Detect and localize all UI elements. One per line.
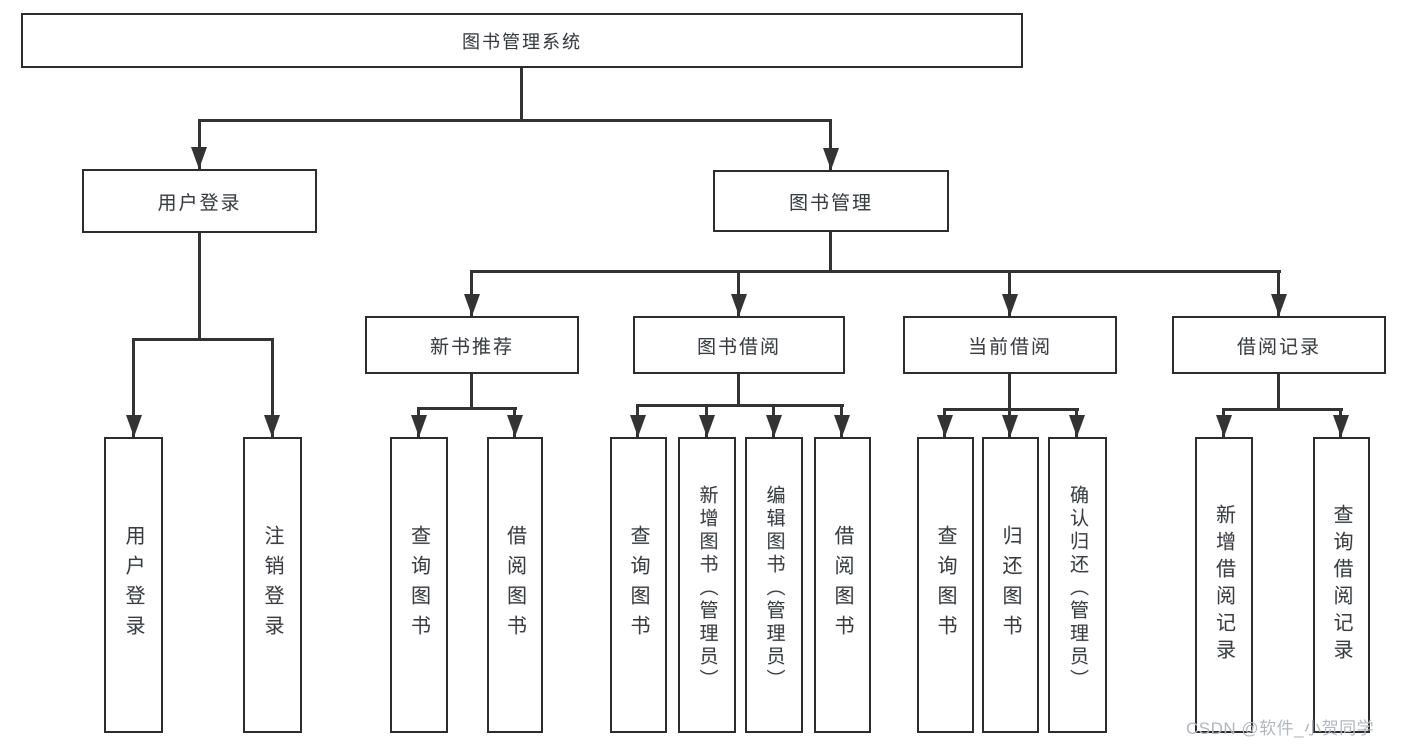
connector-to-new-book bbox=[470, 270, 473, 316]
connector-to-leaf-logout bbox=[271, 338, 274, 437]
leaf-cb-query-books: 查询图书 bbox=[917, 437, 974, 733]
connector-level2-bus bbox=[198, 119, 832, 122]
connector-to-book-borrow bbox=[737, 270, 740, 316]
arrow-to-br-query-icon bbox=[1333, 415, 1349, 437]
csdn-watermark: CSDN @软件_小贺同学 bbox=[1186, 719, 1375, 738]
node-user-login: 用户登录 bbox=[82, 169, 317, 233]
arrow-to-br-add-icon bbox=[1216, 415, 1232, 437]
node-current-borrowing: 当前借阅 bbox=[903, 316, 1117, 374]
connector-current-borrow-stem bbox=[1008, 374, 1011, 437]
connector-to-current-borrow bbox=[1008, 270, 1011, 316]
root-node-library-system: 图书管理系统 bbox=[21, 13, 1023, 68]
leaf-br-add-record: 新增借阅记录 bbox=[1195, 437, 1253, 733]
connector-current-borrow-bus bbox=[943, 408, 1079, 411]
leaf-bb-query-books: 查询图书 bbox=[610, 437, 667, 733]
connector-to-borrow-record bbox=[1277, 270, 1280, 316]
connector-borrow-record-stem bbox=[1277, 374, 1280, 410]
arrow-to-nb-borrow-icon bbox=[507, 415, 523, 437]
arrow-to-new-book-icon bbox=[464, 294, 480, 316]
node-borrowing-records: 借阅记录 bbox=[1172, 316, 1386, 374]
leaf-logout: 注销登录 bbox=[243, 437, 302, 733]
leaf-bb-add-books-admin: 新增图书（管理员） bbox=[678, 437, 736, 733]
connector-user-login-stem bbox=[198, 233, 201, 340]
leaf-bb-edit-books-admin: 编辑图书（管理员） bbox=[745, 437, 803, 733]
leaf-cb-return-books: 归还图书 bbox=[982, 437, 1039, 733]
connector-book-borrow-stem bbox=[737, 374, 740, 406]
leaf-cb-confirm-return-admin: 确认归还（管理员） bbox=[1048, 437, 1107, 733]
connector-root-stem bbox=[520, 68, 523, 120]
connector-borrow-record-bus bbox=[1222, 408, 1343, 411]
arrow-to-nb-query-icon bbox=[411, 415, 427, 437]
leaf-user-login: 用户登录 bbox=[104, 437, 163, 733]
arrow-to-leaf-user-login-icon bbox=[126, 415, 142, 437]
arrow-to-borrow-record-icon bbox=[1271, 294, 1287, 316]
arrow-to-book-management-icon bbox=[823, 148, 839, 170]
connector-to-user-login bbox=[198, 119, 201, 169]
leaf-nb-query-books: 查询图书 bbox=[390, 437, 448, 733]
arrow-to-bb-borrow-icon bbox=[834, 415, 850, 437]
node-book-management: 图书管理 bbox=[713, 170, 949, 232]
arrow-to-bb-query-icon bbox=[630, 415, 646, 437]
connector-book-borrow-bus bbox=[636, 404, 844, 407]
arrow-to-cb-return-icon bbox=[1002, 415, 1018, 437]
connector-to-book-management bbox=[829, 119, 832, 170]
node-book-borrowing: 图书借阅 bbox=[633, 316, 845, 374]
leaf-nb-borrow-books: 借阅图书 bbox=[487, 437, 543, 733]
leaf-bb-borrow-books: 借阅图书 bbox=[814, 437, 871, 733]
arrow-to-cb-confirm-icon bbox=[1069, 415, 1085, 437]
leaf-br-query-record: 查询借阅记录 bbox=[1313, 437, 1370, 733]
arrow-to-current-borrow-icon bbox=[1002, 294, 1018, 316]
arrow-to-bb-add-icon bbox=[699, 415, 715, 437]
connector-to-leaf-user-login bbox=[132, 338, 135, 437]
arrow-to-cb-query-icon bbox=[937, 415, 953, 437]
node-new-book-recommendation: 新书推荐 bbox=[365, 316, 579, 374]
connector-book-management-stem bbox=[829, 232, 832, 272]
connector-new-book-bus bbox=[417, 407, 517, 410]
arrow-to-leaf-logout-icon bbox=[264, 415, 280, 437]
connector-user-login-bus bbox=[132, 338, 274, 341]
arrow-to-bb-edit-icon bbox=[766, 415, 782, 437]
arrow-to-user-login-icon bbox=[191, 147, 207, 169]
arrow-to-book-borrow-icon bbox=[731, 294, 747, 316]
connector-new-book-stem bbox=[470, 374, 473, 409]
connector-level3-bus bbox=[470, 270, 1281, 273]
